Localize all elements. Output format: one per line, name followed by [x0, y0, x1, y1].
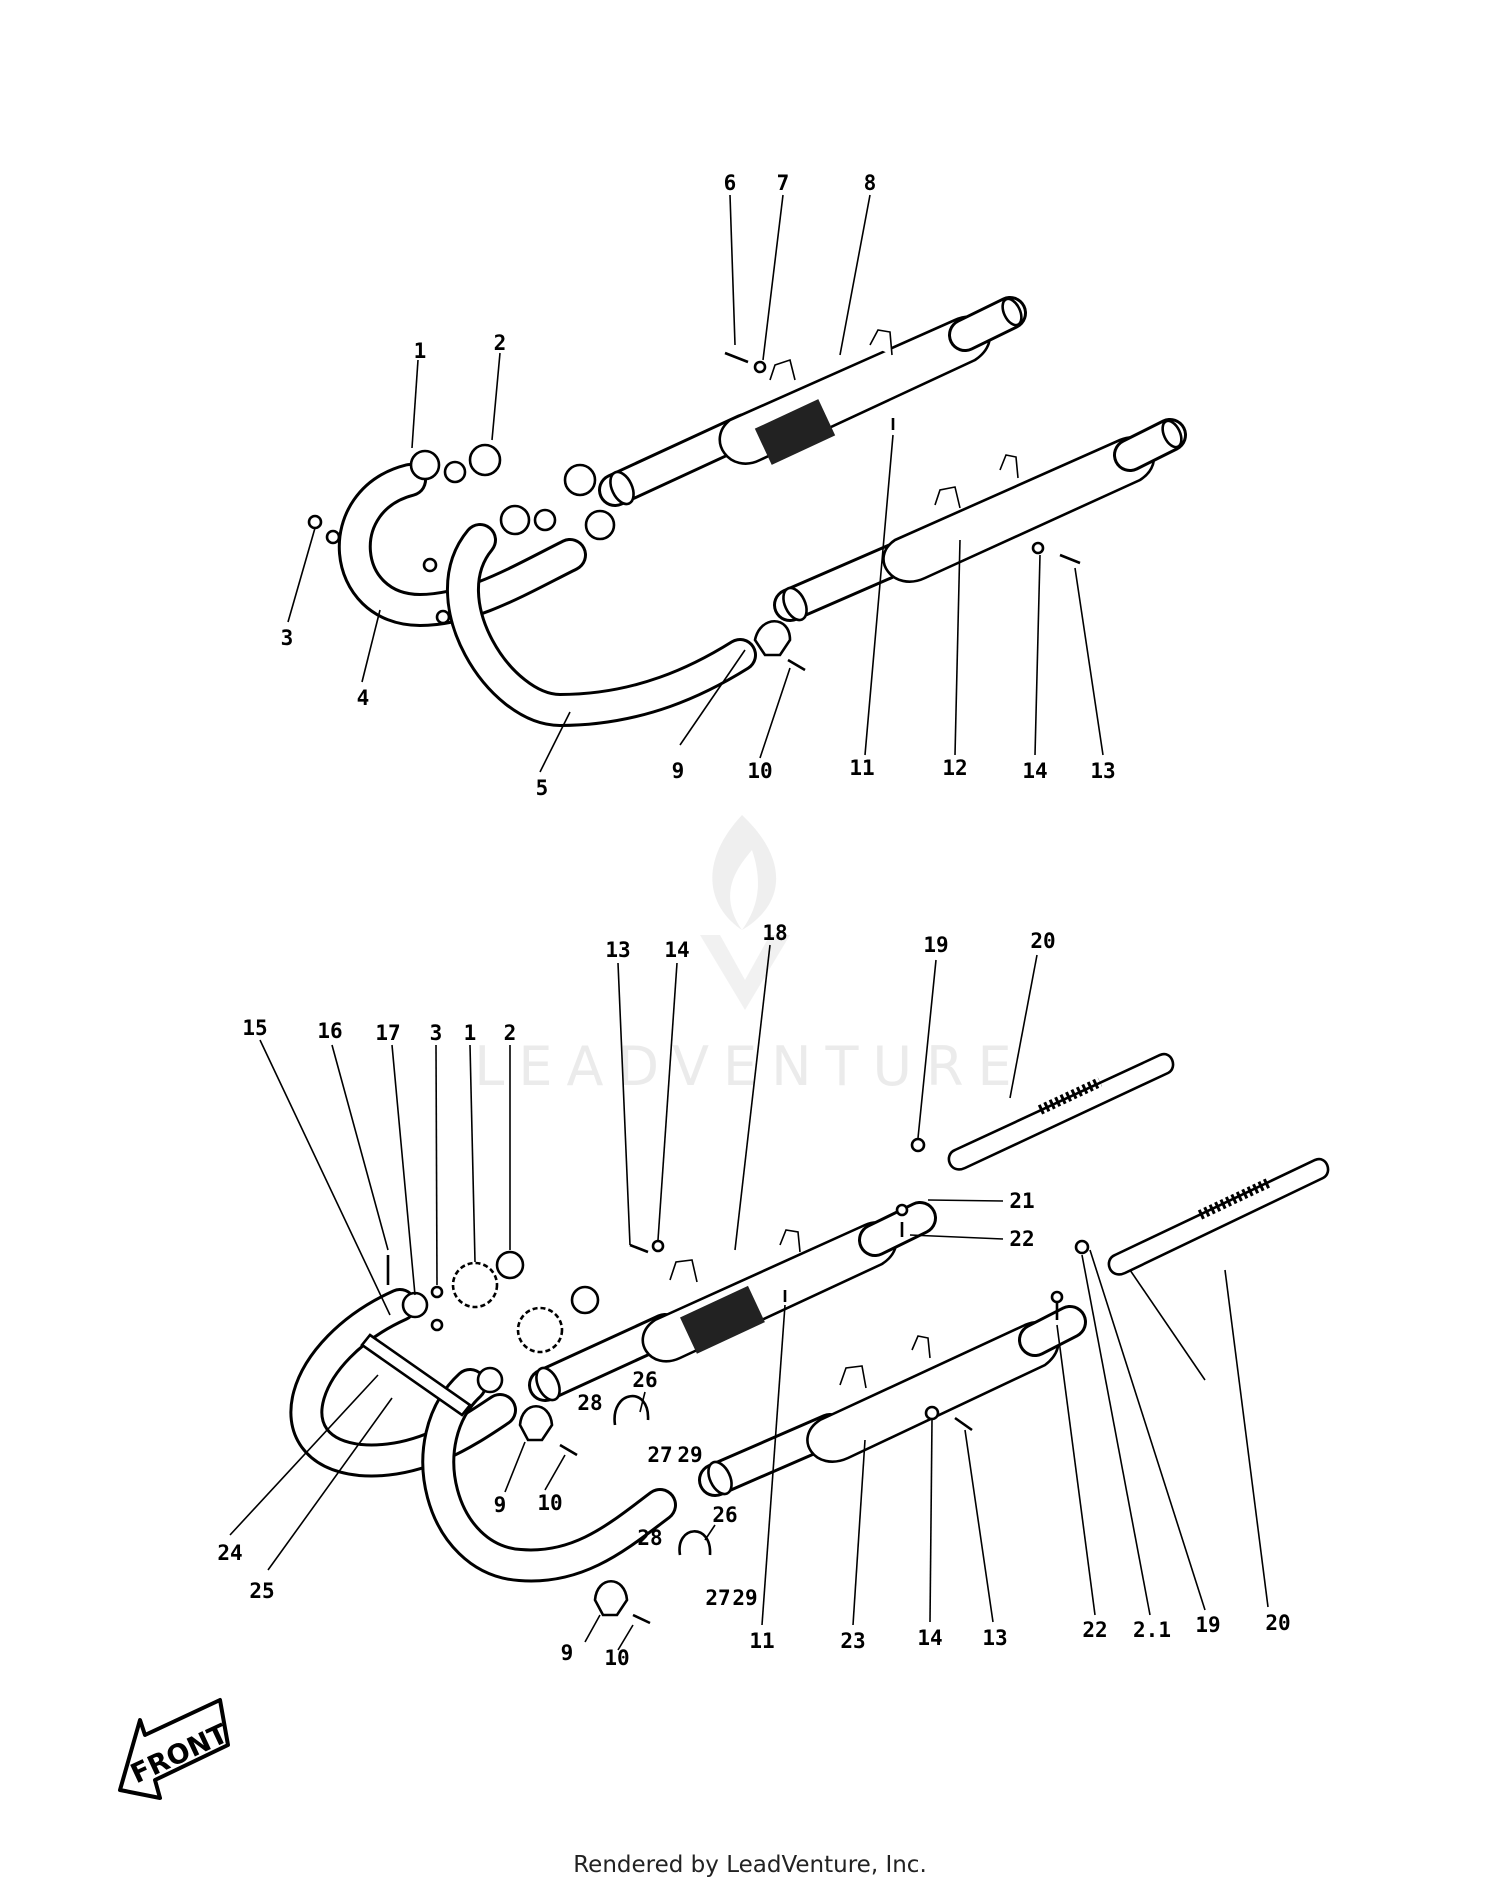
callout-17: 17 — [375, 1021, 400, 1045]
callout-5: 5 — [536, 776, 549, 800]
callout-14: 14 — [664, 938, 689, 962]
callout-3: 3 — [281, 626, 294, 650]
muffler-12 — [773, 418, 1187, 622]
callout-9: 9 — [561, 1641, 574, 1665]
lower-assembly: 13 14 18 19 20 15 16 17 3 1 2 21 22 26 2… — [217, 921, 1330, 1670]
footer-credit: Rendered by LeadVenture, Inc. — [573, 1852, 927, 1878]
callout-20: 20 — [1030, 929, 1055, 953]
callout-10: 10 — [537, 1491, 562, 1515]
callout-27: 27 — [647, 1443, 672, 1467]
callout-9: 9 — [494, 1493, 507, 1517]
callout-11: 11 — [849, 756, 874, 780]
callout-16: 16 — [317, 1019, 342, 1043]
callout-24: 24 — [217, 1541, 242, 1565]
callout-2: 2 — [504, 1021, 517, 1045]
callout-18: 18 — [762, 921, 787, 945]
gasket-2-lower — [495, 1250, 525, 1280]
front-arrow-icon — [118, 1698, 230, 1800]
front-indicator: FRONT — [118, 1698, 233, 1800]
callout-4: 4 — [357, 686, 370, 710]
callout-15: 15 — [242, 1016, 267, 1040]
callout-28: 28 — [637, 1526, 662, 1550]
callout-27: 27 — [705, 1586, 730, 1610]
callout-28: 28 — [577, 1391, 602, 1415]
callout-7: 7 — [777, 171, 790, 195]
callout-29: 29 — [677, 1443, 702, 1467]
callout-6: 6 — [724, 171, 737, 195]
callout-26: 26 — [632, 1368, 657, 1392]
callout-1: 1 — [414, 339, 427, 363]
callout-29: 29 — [732, 1586, 757, 1610]
callout-11: 11 — [749, 1629, 774, 1653]
callout-22: 22 — [1082, 1618, 1107, 1642]
callout-13: 13 — [605, 938, 630, 962]
callout-21: 21 — [1009, 1189, 1034, 1213]
callout-20: 20 — [1265, 1611, 1290, 1635]
tailpipe-20-lower — [1107, 1157, 1330, 1276]
callout-10: 10 — [747, 759, 772, 783]
callout-10: 10 — [604, 1646, 629, 1670]
flame-v-logo — [712, 815, 777, 930]
muffler-18 — [528, 1201, 937, 1402]
callout-14: 14 — [1022, 759, 1047, 783]
callout-12: 12 — [942, 756, 967, 780]
callout-13: 13 — [982, 1626, 1007, 1650]
watermark-text: LEADVENTURE — [474, 1035, 1025, 1098]
callout-9: 9 — [672, 759, 685, 783]
muffler-8 — [598, 296, 1027, 507]
tailpipe-20-upper — [947, 1052, 1175, 1171]
gasket-2 — [468, 443, 502, 477]
callout-19: 19 — [923, 933, 948, 957]
callout-22: 22 — [1009, 1227, 1034, 1251]
callout-23: 23 — [840, 1629, 865, 1653]
callout-8: 8 — [864, 171, 877, 195]
callout-25: 25 — [249, 1579, 274, 1603]
callout-14: 14 — [917, 1626, 942, 1650]
callout-26: 26 — [712, 1503, 737, 1527]
callout-19: 19 — [1195, 1613, 1220, 1637]
callout-13: 13 — [1090, 759, 1115, 783]
watermark: LEADVENTURE — [474, 815, 1025, 1098]
callout-1: 1 — [464, 1021, 477, 1045]
callout-2: 2 — [494, 331, 507, 355]
muffler-23 — [698, 1305, 1087, 1497]
callout-2-1: 2.1 — [1133, 1618, 1171, 1642]
callout-3: 3 — [430, 1021, 443, 1045]
upper-assembly: 1 2 3 4 5 6 7 8 9 10 11 12 14 13 — [281, 171, 1187, 800]
